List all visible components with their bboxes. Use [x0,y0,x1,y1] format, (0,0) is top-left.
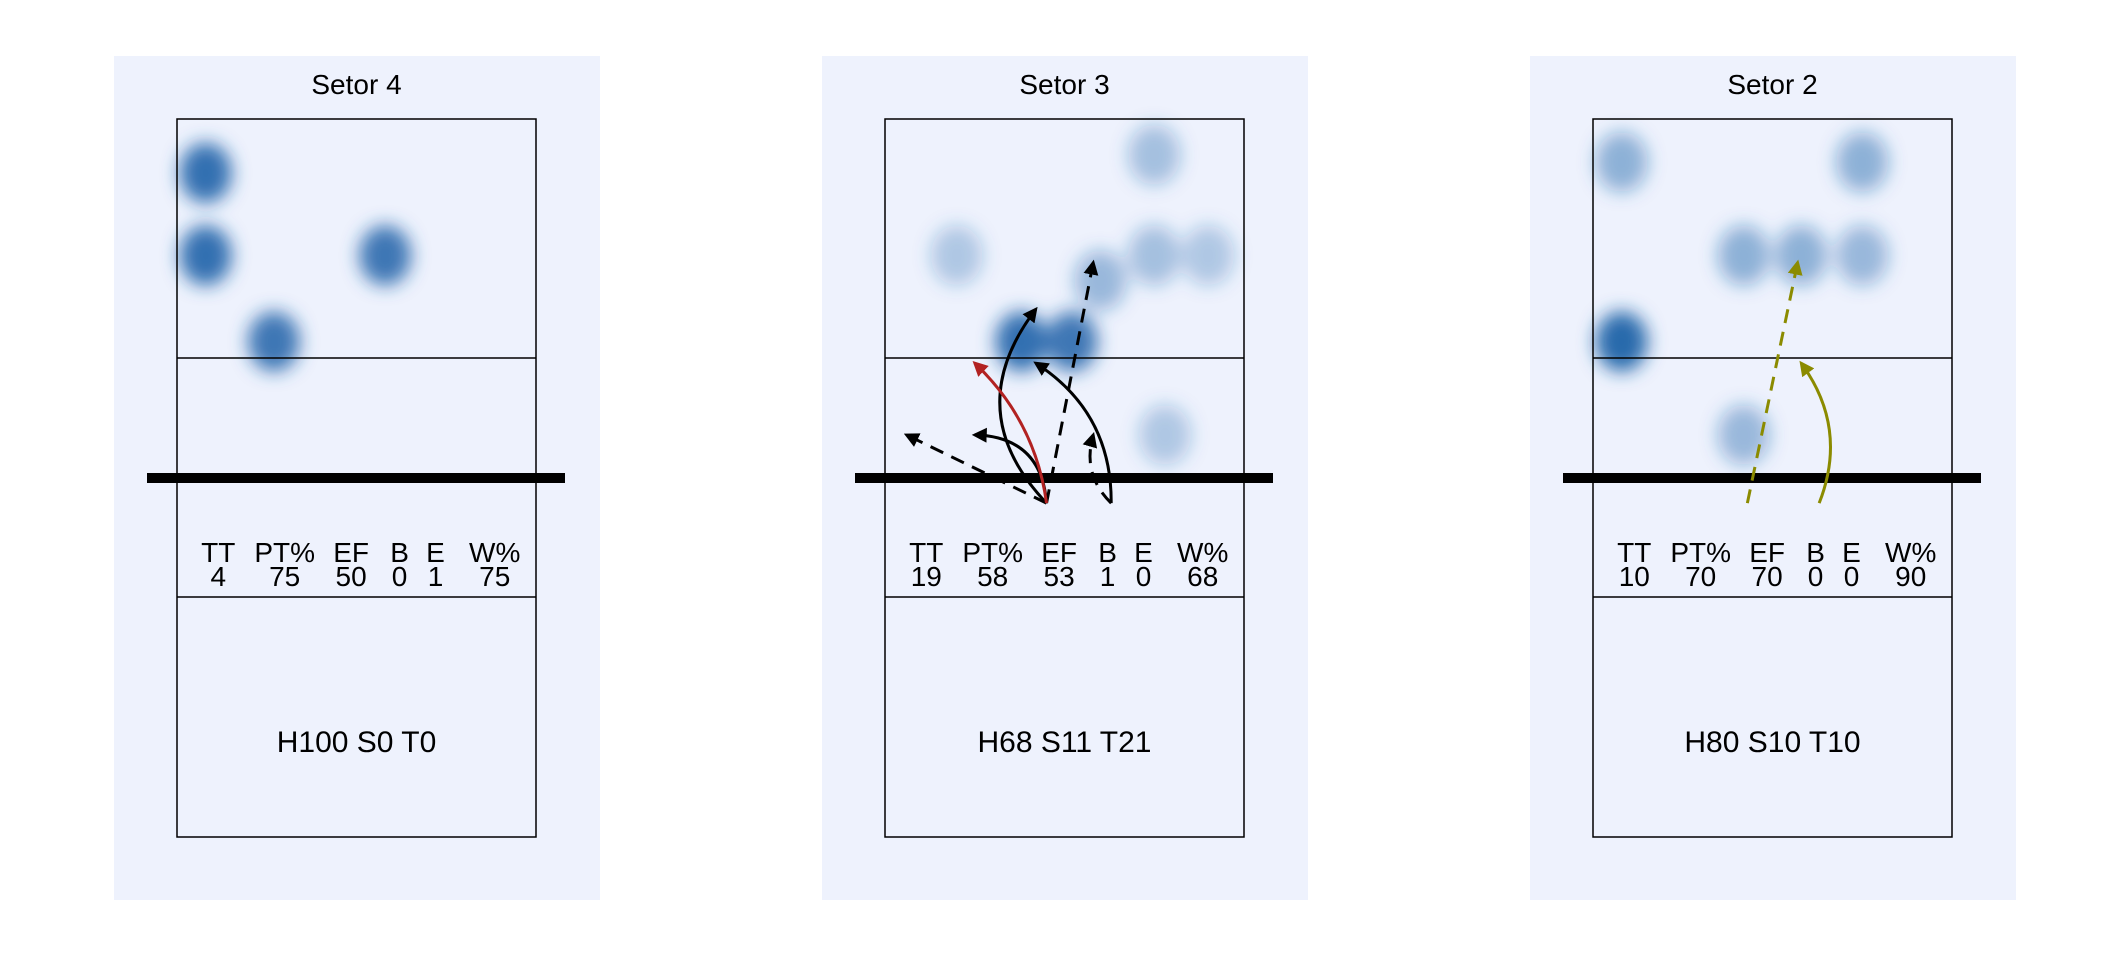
heat-blob-5 [1836,132,1889,193]
heatmap-layer [1595,132,1889,465]
stat-header-ef: EF [1749,537,1785,568]
attack-arrow-6 [1033,361,1113,504]
stat-header-ef: EF [333,537,369,568]
stat-header-tt: TT [1617,537,1651,568]
stat-header-w-pct: W% [469,537,520,568]
stat-header-e: E [1842,537,1861,568]
stat-header-w-pct: W% [1885,537,1936,568]
stat-value-pt-pct: 58 [977,561,1008,592]
stat-value-b: 0 [1808,561,1824,592]
stat-value-ef: 53 [1044,561,1075,592]
stat-header-pt-pct: PT% [962,537,1023,568]
heatmap-layer [179,142,412,372]
heat-blob-1 [1595,311,1648,372]
panel-title: Setor 2 [1727,69,1817,100]
stat-value-b: 1 [1100,561,1116,592]
heat-blob-0 [930,225,983,286]
panel-footer: H80 S10 T10 [1684,726,1860,759]
attack-arrow-0 [903,433,1048,505]
stat-header-pt-pct: PT% [254,537,315,568]
panel-title: Setor 3 [1019,69,1109,100]
stat-header-b: B [1806,537,1825,568]
heat-blob-4 [1128,124,1181,185]
heat-blob-5 [1128,225,1181,286]
heat-blob-2 [1045,311,1098,372]
stat-value-e: 0 [1844,561,1860,592]
stat-header-b: B [1098,537,1117,568]
stat-header-pt-pct: PT% [1670,537,1731,568]
stat-value-tt: 10 [1619,561,1650,592]
stat-value-w-pct: 68 [1187,561,1218,592]
stat-value-ef: 50 [336,561,367,592]
stat-header-ef: EF [1041,537,1077,568]
heat-blob-6 [1182,225,1235,286]
stat-value-e: 1 [428,561,444,592]
heat-blob-2 [247,311,300,372]
heat-blob-1 [179,225,232,286]
attack-arrow-1 [1045,259,1099,504]
stat-value-b: 0 [392,561,408,592]
heat-blob-0 [1595,132,1648,193]
stat-header-w-pct: W% [1177,537,1228,568]
stat-header-tt: TT [909,537,943,568]
attack-arrow-5 [1082,432,1113,505]
heat-blob-0 [179,142,232,203]
stat-value-pt-pct: 75 [269,561,300,592]
attack-arrow-3 [998,306,1048,505]
stat-value-tt: 4 [210,561,226,592]
heat-blob-3 [359,225,412,286]
stat-value-ef: 70 [1752,561,1783,592]
panel-title: Setor 4 [311,69,401,100]
heat-blob-7 [1139,404,1192,465]
heat-blob-6 [1717,404,1770,465]
heat-blob-4 [1836,225,1889,286]
stat-value-pt-pct: 70 [1685,561,1716,592]
heat-blob-1 [995,311,1048,372]
heat-blob-3 [1074,250,1127,311]
panel-footer: H68 S11 T21 [977,726,1151,759]
stat-value-w-pct: 75 [479,561,510,592]
stat-value-e: 0 [1136,561,1152,592]
stat-header-e: E [1134,537,1153,568]
attack-arrow-4 [972,361,1049,504]
stat-header-b: B [390,537,409,568]
attack-arrow-0 [1745,259,1803,504]
heat-blob-3 [1775,225,1828,286]
stat-header-tt: TT [201,537,235,568]
stat-value-tt: 19 [911,561,942,592]
heat-blob-2 [1717,225,1770,286]
stat-value-w-pct: 90 [1895,561,1926,592]
stat-header-e: E [426,537,445,568]
panel-footer: H100 S0 T0 [277,726,437,759]
attack-arrow-1 [1799,360,1832,504]
